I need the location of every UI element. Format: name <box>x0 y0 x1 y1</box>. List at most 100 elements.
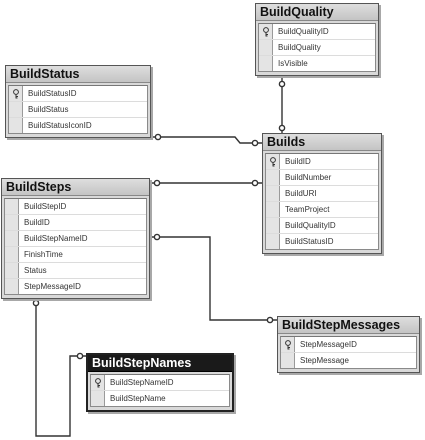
row-selector[interactable] <box>5 231 19 246</box>
column-name: TeamProject <box>285 205 330 214</box>
relationship-buildstepmessages-buildsteps <box>150 236 277 321</box>
column-row[interactable]: BuildID <box>266 154 378 170</box>
relationship-buildstatus-builds <box>152 136 262 144</box>
column-row[interactable]: StepMessageID <box>5 279 146 294</box>
row-selector[interactable] <box>5 199 19 214</box>
relationship-end-marker <box>266 316 274 324</box>
column-row[interactable]: BuildStepName <box>91 391 229 406</box>
column-name: StepMessageID <box>300 340 357 349</box>
column-row[interactable]: BuildStatusID <box>266 234 378 249</box>
row-selector[interactable] <box>9 118 23 133</box>
column-name: BuildStepID <box>24 202 67 211</box>
row-selector[interactable] <box>259 56 273 71</box>
row-selector[interactable] <box>266 154 280 169</box>
relationship-buildstepnames-buildsteps <box>35 296 87 437</box>
column-name: BuildStatus <box>28 105 69 114</box>
relationship-end-marker <box>76 352 84 360</box>
column-name: BuildStepNameID <box>110 378 174 387</box>
row-selector[interactable] <box>266 202 280 217</box>
column-row[interactable]: BuildURI <box>266 186 378 202</box>
table-buildsteps[interactable]: BuildSteps BuildStepID BuildID BuildStepNa… <box>1 178 150 299</box>
row-selector[interactable] <box>259 24 273 39</box>
column-name: BuildNumber <box>285 173 332 182</box>
column-list: BuildStepID BuildID BuildStepNameID FinishT… <box>4 198 147 295</box>
relationship-end-marker <box>153 233 161 241</box>
column-row[interactable]: IsVisible <box>259 56 375 71</box>
column-name: BuildStepName <box>110 394 166 403</box>
row-selector[interactable] <box>281 337 295 352</box>
column-name: BuildStatusID <box>28 89 77 98</box>
column-row[interactable]: BuildStepID <box>5 199 146 215</box>
column-name: IsVisible <box>278 59 308 68</box>
table-title[interactable]: BuildSteps <box>2 179 149 196</box>
row-selector[interactable] <box>259 40 273 55</box>
relationship-end-marker <box>251 179 259 187</box>
table-title[interactable]: Builds <box>263 134 381 151</box>
row-selector[interactable] <box>5 215 19 230</box>
row-selector[interactable] <box>5 263 19 278</box>
row-selector[interactable] <box>9 102 23 117</box>
primary-key-icon <box>12 88 20 99</box>
column-row[interactable]: TeamProject <box>266 202 378 218</box>
column-row[interactable]: BuildStatusID <box>9 86 147 102</box>
column-row[interactable]: Status <box>5 263 146 279</box>
column-row[interactable]: BuildStepNameID <box>91 375 229 391</box>
column-name: BuildStepNameID <box>24 234 88 243</box>
column-row[interactable]: BuildStepNameID <box>5 231 146 247</box>
table-title[interactable]: BuildQuality <box>256 4 378 21</box>
column-name: BuildID <box>285 157 311 166</box>
table-title[interactable]: BuildStepNames <box>88 355 232 372</box>
column-list: StepMessageID StepMessage <box>280 336 417 369</box>
column-name: BuildURI <box>285 189 317 198</box>
row-selector[interactable] <box>9 86 23 101</box>
primary-key-icon <box>284 339 292 350</box>
row-selector[interactable] <box>91 375 105 390</box>
table-title[interactable]: BuildStepMessages <box>278 317 419 334</box>
row-selector[interactable] <box>266 186 280 201</box>
column-row[interactable]: BuildQualityID <box>259 24 375 40</box>
column-name: BuildQuality <box>278 43 321 52</box>
relationship-end-marker <box>278 80 286 88</box>
primary-key-icon <box>262 26 270 37</box>
column-row[interactable]: FinishTime <box>5 247 146 263</box>
column-name: BuildStatusID <box>285 237 334 246</box>
column-row[interactable]: StepMessage <box>281 353 416 368</box>
column-row[interactable]: BuildQuality <box>259 40 375 56</box>
row-selector[interactable] <box>5 247 19 262</box>
relationship-end-marker <box>32 299 40 307</box>
row-selector[interactable] <box>266 234 280 249</box>
row-selector[interactable] <box>266 170 280 185</box>
relationship-end-marker <box>153 179 161 187</box>
column-row[interactable]: StepMessageID <box>281 337 416 353</box>
column-name: FinishTime <box>24 250 63 259</box>
row-selector[interactable] <box>281 353 295 368</box>
column-name: BuildQualityID <box>285 221 336 230</box>
relationship-end-marker <box>251 139 259 147</box>
primary-key-icon <box>269 156 277 167</box>
column-name: StepMessage <box>300 356 349 365</box>
column-name: BuildStatusIconID <box>28 121 92 130</box>
table-title[interactable]: BuildStatus <box>6 66 150 83</box>
column-row[interactable]: BuildStatusIconID <box>9 118 147 133</box>
column-row[interactable]: BuildID <box>5 215 146 231</box>
column-row[interactable]: BuildStatus <box>9 102 147 118</box>
column-row[interactable]: BuildNumber <box>266 170 378 186</box>
row-selector[interactable] <box>91 391 105 406</box>
column-name: BuildQualityID <box>278 27 329 36</box>
column-name: Status <box>24 266 47 275</box>
row-selector[interactable] <box>5 279 19 294</box>
row-selector[interactable] <box>266 218 280 233</box>
column-list: BuildStepNameID BuildStepName <box>90 374 230 407</box>
primary-key-icon <box>94 377 102 388</box>
relationship-end-marker <box>154 133 162 141</box>
column-row[interactable]: BuildQualityID <box>266 218 378 234</box>
